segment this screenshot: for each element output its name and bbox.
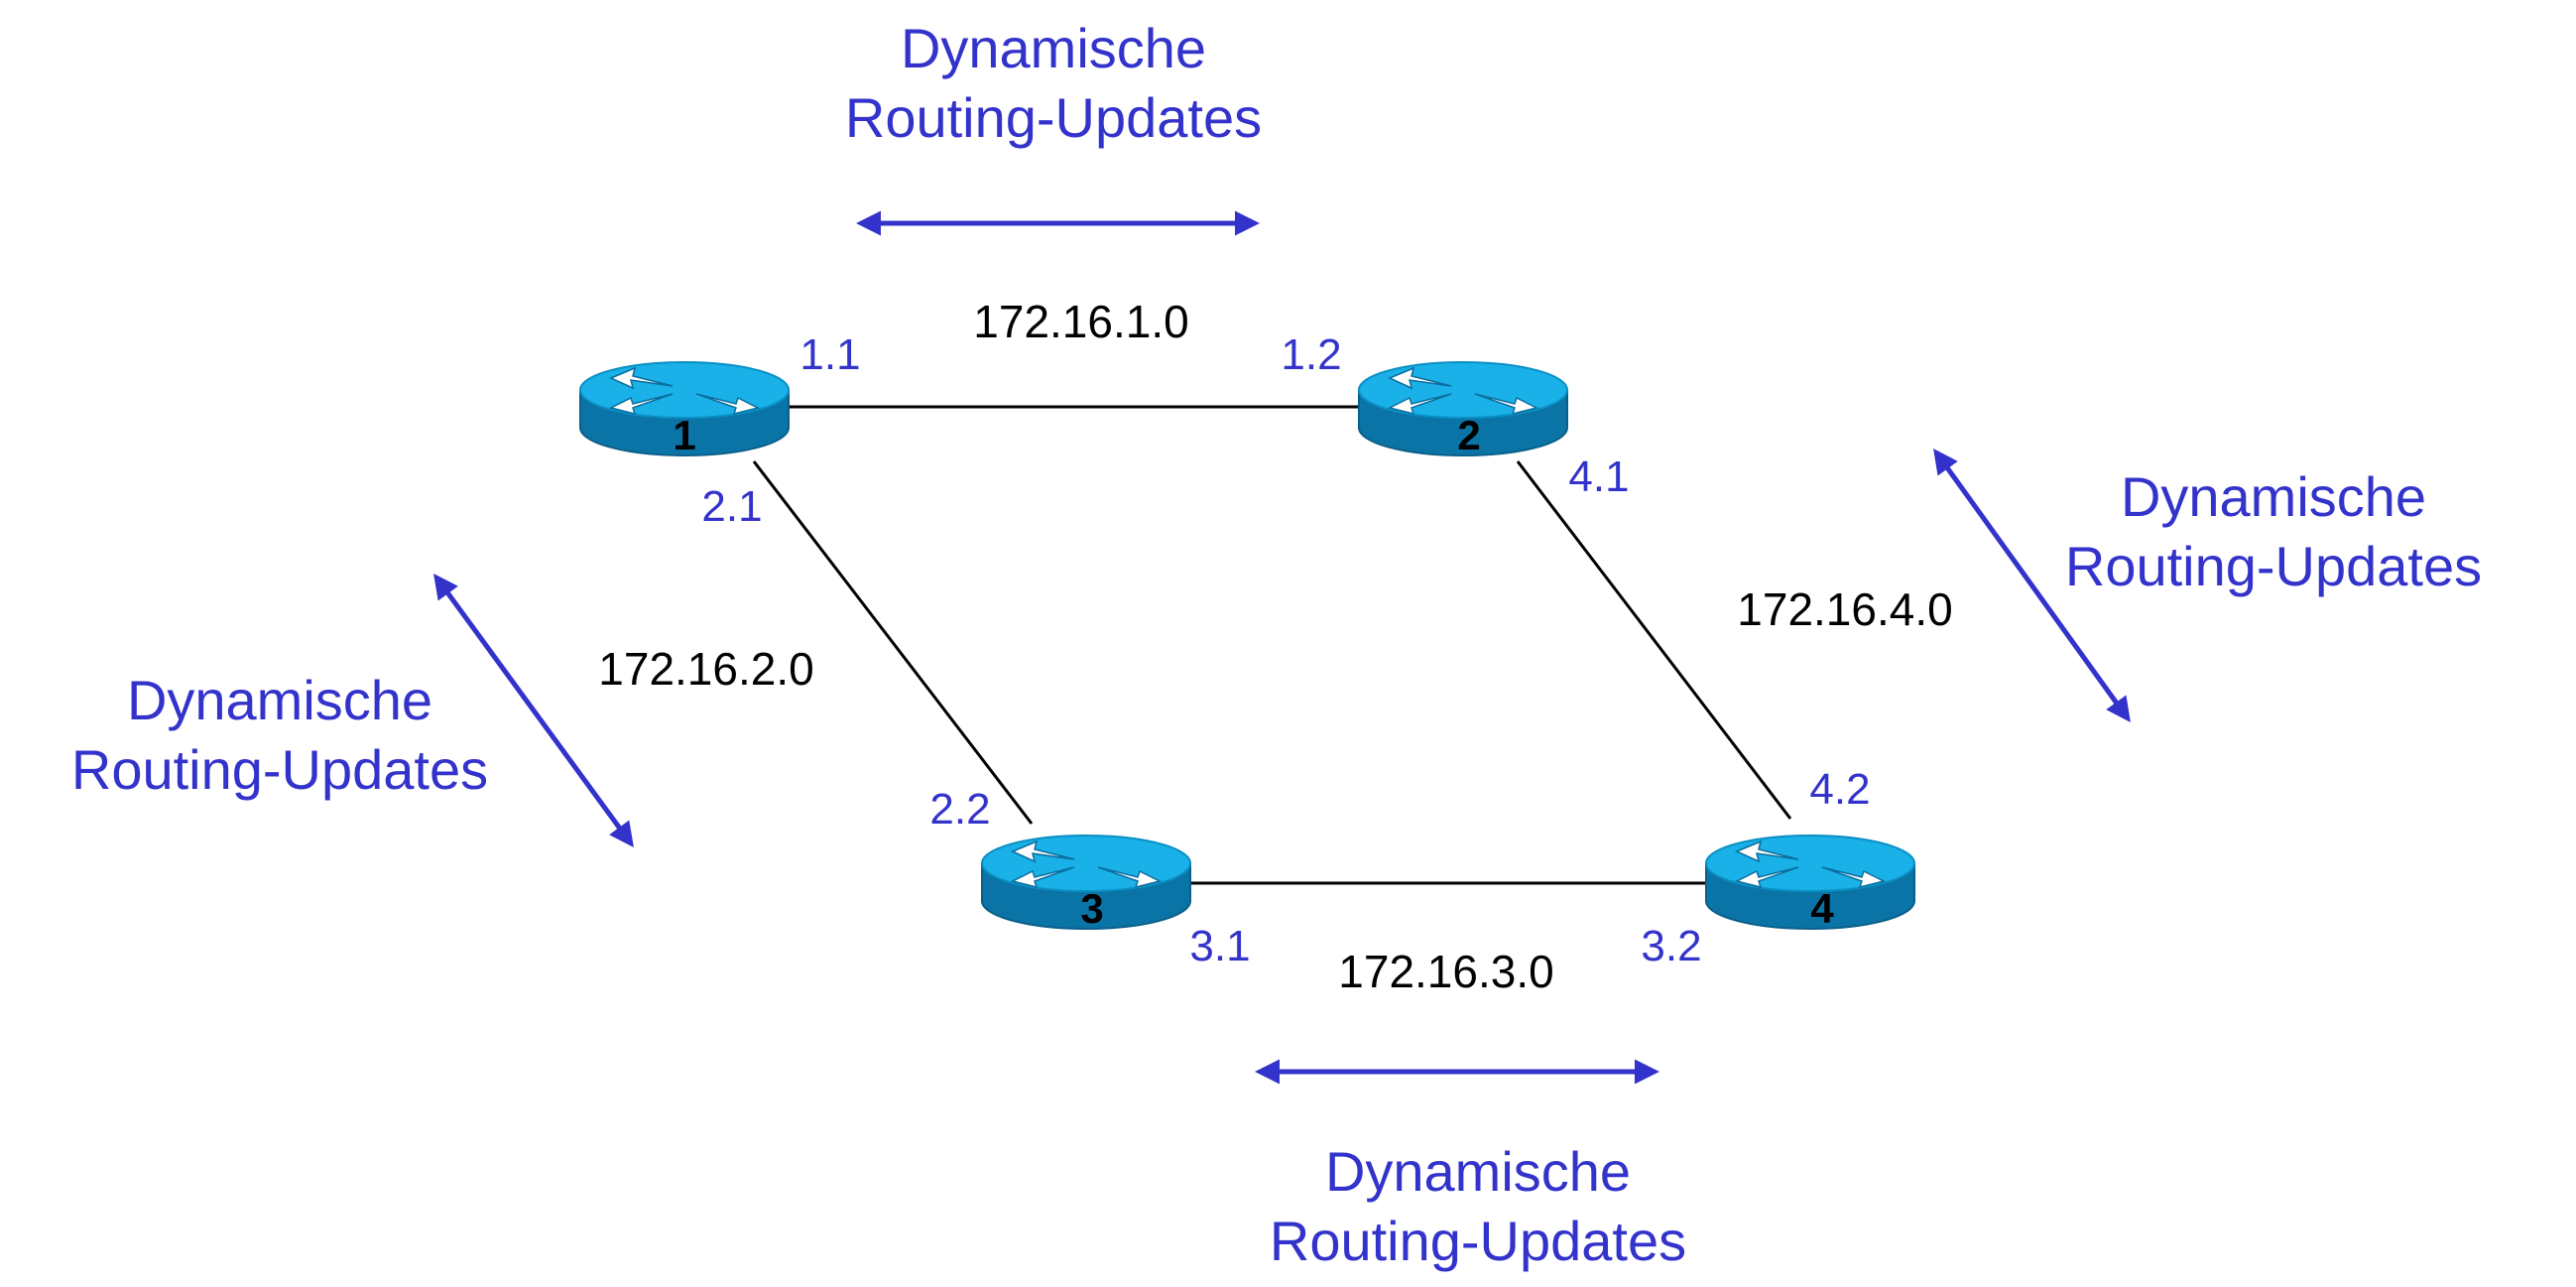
network-label-1: 172.16.1.0: [973, 296, 1188, 347]
router-label-2: 2: [1457, 412, 1480, 458]
router-label-1: 1: [673, 412, 695, 458]
update-caption-line-1: Dynamische: [1325, 1140, 1631, 1203]
double-arrow-icon: [433, 573, 634, 848]
update-caption-right: Dynamische Routing-Updates: [2065, 465, 2482, 597]
interface-label-3-1: 3.1: [1189, 922, 1250, 970]
interface-label-3-2: 3.2: [1641, 922, 1701, 970]
update-caption-top: Dynamische Routing-Updates: [845, 17, 1262, 149]
interface-label-1-1: 1.1: [799, 330, 860, 379]
router-label-3: 3: [1080, 885, 1103, 932]
interface-label-1-2: 1.2: [1281, 330, 1341, 379]
network-label-2: 172.16.2.0: [598, 643, 813, 695]
update-caption-bottom: Dynamische Routing-Updates: [1270, 1140, 1686, 1272]
interface-label-2-2: 2.2: [929, 785, 990, 834]
update-caption-line-1: Dynamische: [2121, 465, 2426, 528]
update-caption-line-1: Dynamische: [127, 669, 432, 731]
router-1: 1: [579, 361, 790, 458]
update-caption-line-2: Routing-Updates: [845, 86, 1262, 149]
update-caption-line-2: Routing-Updates: [1270, 1210, 1686, 1272]
update-caption-line-1: Dynamische: [901, 17, 1206, 79]
router-3: 3: [981, 835, 1191, 932]
network-label-4: 172.16.4.0: [1737, 583, 1952, 635]
link-network-2: [752, 460, 1034, 825]
network-label-3: 172.16.3.0: [1338, 946, 1553, 997]
interface-label-4-2: 4.2: [1809, 765, 1870, 814]
update-caption-line-2: Routing-Updates: [2065, 535, 2482, 597]
double-arrow-icon: [1933, 448, 2131, 723]
router-2: 2: [1358, 361, 1568, 458]
router-4: 4: [1705, 835, 1915, 932]
interface-label-2-1: 2.1: [701, 482, 762, 531]
update-caption-line-2: Routing-Updates: [71, 738, 488, 801]
router-label-4: 4: [1810, 885, 1834, 932]
link-network-4: [1516, 460, 1792, 820]
interface-label-4-1: 4.1: [1568, 452, 1629, 501]
update-caption-left: Dynamische Routing-Updates: [71, 669, 488, 801]
